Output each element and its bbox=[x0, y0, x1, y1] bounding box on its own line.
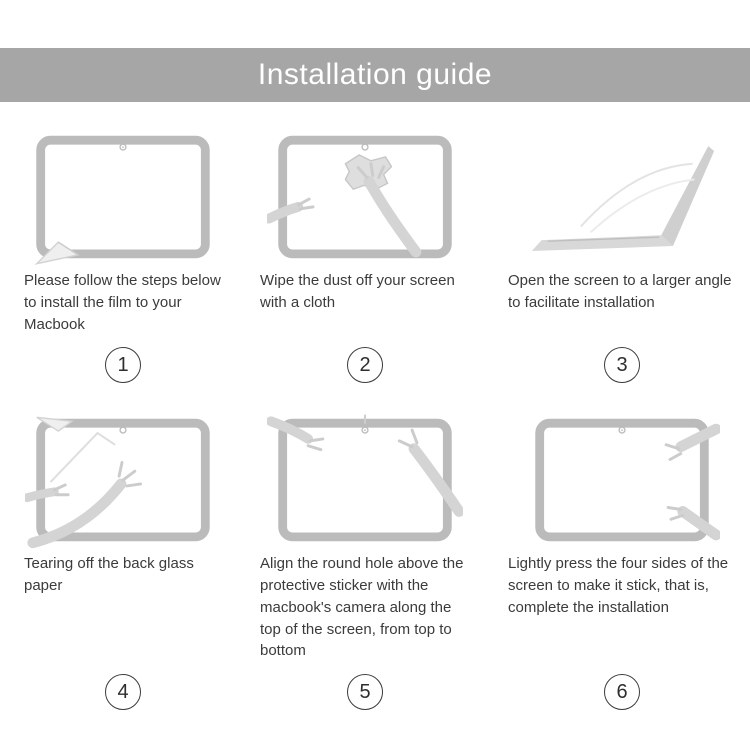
wipe-screen-cloth-icon bbox=[267, 135, 452, 259]
step-4-caption: Tearing off the back glass paper bbox=[24, 555, 194, 594]
step-5-number: 5 bbox=[347, 674, 383, 710]
step-1-caption: Please follow the steps below to install… bbox=[24, 272, 221, 333]
step-1-illustration bbox=[24, 130, 222, 270]
step-2: Wipe the dust off your screen with a clo… bbox=[236, 130, 484, 401]
step-3-caption: Open the screen to a larger angle to fac… bbox=[508, 272, 732, 311]
open-laptop-angle-icon bbox=[531, 146, 715, 251]
step-2-illustration bbox=[260, 130, 470, 270]
step-2-number-wrap: 2 bbox=[260, 335, 470, 401]
page-title: Installation guide bbox=[257, 58, 493, 91]
steps-grid: Please follow the steps below to install… bbox=[0, 130, 750, 728]
step-2-number: 2 bbox=[347, 347, 383, 384]
step-6: Lightly press the four sides of the scre… bbox=[484, 413, 750, 728]
step-4-illustration bbox=[24, 413, 222, 553]
step-2-caption: Wipe the dust off your screen with a clo… bbox=[260, 272, 455, 311]
step-4: Tearing off the back glass paper 4 bbox=[0, 413, 236, 728]
step-6-caption: Lightly press the four sides of the scre… bbox=[508, 555, 729, 616]
step-6-illustration bbox=[508, 413, 736, 553]
header-banner: Installation guide bbox=[0, 48, 750, 102]
step-3-number: 3 bbox=[604, 347, 640, 384]
press-four-sides-icon bbox=[535, 419, 720, 542]
step-3-illustration bbox=[508, 130, 736, 270]
step-1: Please follow the steps below to install… bbox=[0, 130, 236, 401]
step-6-number: 6 bbox=[604, 674, 640, 710]
align-camera-hole-icon bbox=[267, 414, 463, 542]
step-3: Open the screen to a larger angle to fac… bbox=[484, 130, 750, 401]
step-4-number-wrap: 4 bbox=[24, 662, 222, 728]
tear-back-paper-icon bbox=[25, 416, 210, 549]
step-1-number-wrap: 1 bbox=[24, 335, 222, 401]
step-3-number-wrap: 3 bbox=[508, 335, 736, 401]
step-5: Align the round hole above the protectiv… bbox=[236, 413, 484, 728]
step-5-number-wrap: 5 bbox=[260, 662, 470, 728]
step-5-illustration bbox=[260, 413, 470, 553]
macbook-film-peel-icon bbox=[34, 135, 210, 265]
step-1-number: 1 bbox=[105, 347, 141, 384]
step-6-number-wrap: 6 bbox=[508, 662, 736, 728]
step-4-number: 4 bbox=[105, 674, 141, 710]
step-5-caption: Align the round hole above the protectiv… bbox=[260, 555, 464, 660]
